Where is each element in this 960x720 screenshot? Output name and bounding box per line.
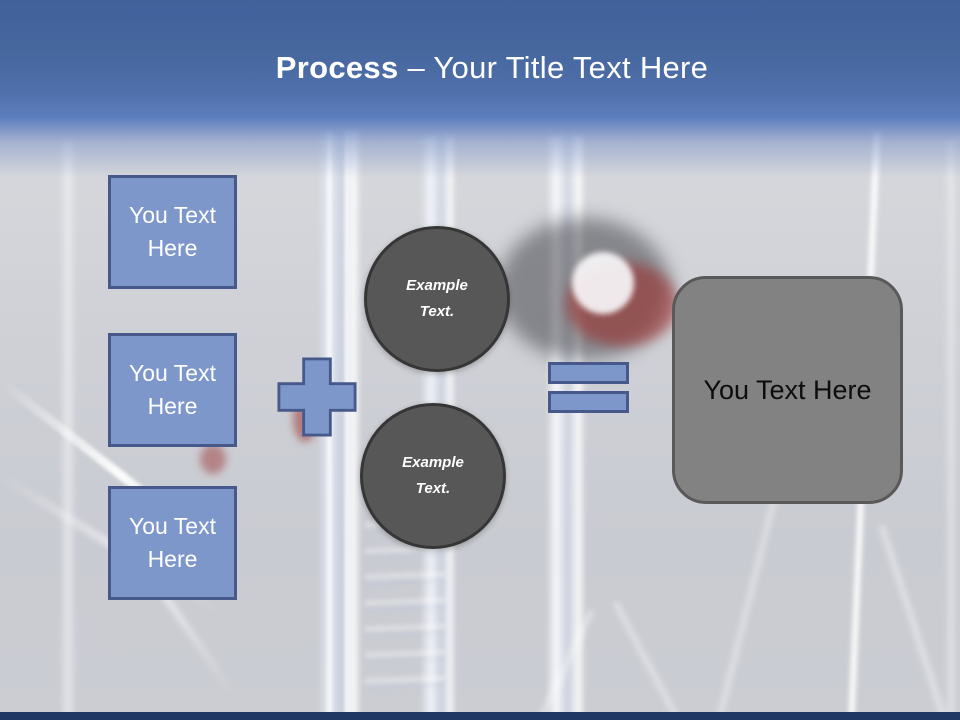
example-circle-2: Example Text.: [360, 403, 506, 549]
title-subtitle: – Your Title Text Here: [407, 50, 709, 85]
red-cap-blob: [200, 444, 226, 474]
white-sphere: [572, 252, 634, 314]
glassware-streak: [611, 600, 718, 720]
example-circle-1: Example Text.: [364, 226, 510, 372]
example-circle-1-label: Example Text.: [406, 277, 468, 320]
example-circle-2-label: Example Text.: [402, 454, 464, 497]
input-box-3: You Text Here: [108, 486, 237, 600]
plus-icon: [277, 357, 357, 437]
glassware-streak: [946, 140, 956, 720]
input-box-3-label: You Text Here: [129, 513, 216, 572]
input-box-2: You Text Here: [108, 333, 237, 447]
footer-bar: [0, 712, 960, 720]
flask-edge-highlight: [713, 492, 780, 720]
input-box-2-label: You Text Here: [129, 360, 216, 419]
result-box-label: You Text Here: [703, 374, 872, 405]
plus-shape-svg: [277, 357, 357, 437]
result-box: You Text Here: [672, 276, 903, 504]
page-title: Process– Your Title Text Here: [0, 0, 960, 86]
title-keyword: Process: [275, 50, 399, 85]
input-box-1: You Text Here: [108, 175, 237, 289]
header: Process– Your Title Text Here: [0, 0, 960, 178]
input-box-1-label: You Text Here: [129, 202, 216, 261]
glassware-streak: [344, 130, 350, 720]
equals-top-bar: [548, 362, 629, 384]
equals-bottom-bar: [548, 391, 629, 413]
